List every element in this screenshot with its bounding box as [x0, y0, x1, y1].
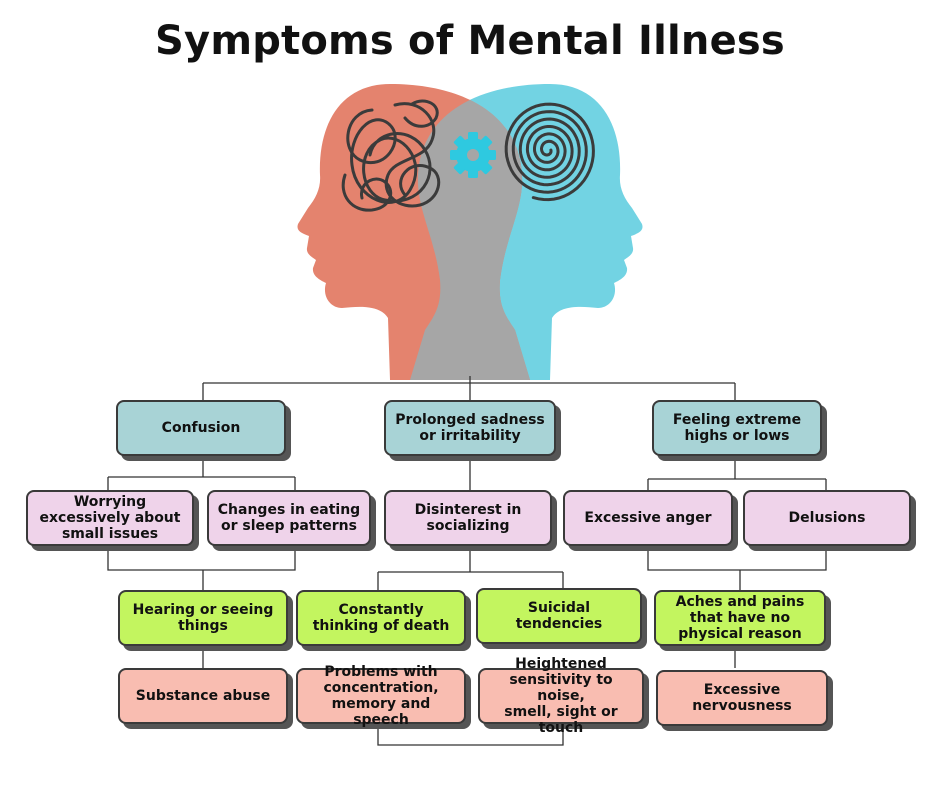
node-disinterest-label: Disinterest in socializing — [414, 502, 522, 534]
node-eating-sleep-label: Changes in eating or sleep patterns — [217, 502, 361, 534]
node-confusion: Confusion — [116, 400, 286, 456]
node-suicidal: Suicidal tendencies — [476, 588, 642, 644]
node-excessive-anger: Excessive anger — [563, 490, 733, 546]
node-excessive-anger-label: Excessive anger — [584, 510, 712, 526]
gear-icon — [450, 132, 496, 178]
node-substance-abuse-label: Substance abuse — [135, 688, 271, 704]
node-confusion-label: Confusion — [161, 420, 241, 436]
node-thinking-death-label: Constantly thinking of death — [312, 602, 450, 634]
node-delusions: Delusions — [743, 490, 911, 546]
node-aches-pains-label: Aches and pains that have no physical re… — [675, 594, 805, 642]
node-concentration-label: Problems with concentration, memory and … — [323, 664, 439, 728]
node-extreme-highs-lows: Feeling extreme highs or lows — [652, 400, 822, 456]
node-aches-pains: Aches and pains that have no physical re… — [654, 590, 826, 646]
node-extreme-highs-lows-label: Feeling extreme highs or lows — [672, 412, 802, 444]
tangled-scribble-icon — [341, 99, 441, 212]
node-thinking-death: Constantly thinking of death — [296, 590, 466, 646]
node-concentration: Problems with concentration, memory and … — [296, 664, 466, 728]
node-worrying-label: Worrying excessively about small issues — [39, 494, 181, 542]
node-nervousness: Excessive nervousness — [656, 670, 828, 726]
node-substance-abuse: Substance abuse — [118, 668, 288, 724]
diagram-title: Symptoms of Mental Illness — [155, 18, 785, 64]
node-hearing-seeing-label: Hearing or seeing things — [132, 602, 274, 634]
node-nervousness-label: Excessive nervousness — [692, 682, 792, 714]
node-worrying: Worrying excessively about small issues — [26, 490, 194, 546]
node-suicidal-label: Suicidal tendencies — [515, 600, 603, 632]
node-prolonged-sadness: Prolonged sadness or irritability — [384, 400, 556, 456]
node-sensitivity: Heightened sensitivity to noise, smell, … — [478, 656, 644, 736]
node-eating-sleep: Changes in eating or sleep patterns — [207, 490, 371, 546]
spiral-icon — [504, 102, 595, 202]
node-sensitivity-label: Heightened sensitivity to noise, smell, … — [504, 656, 618, 736]
node-prolonged-sadness-label: Prolonged sadness or irritability — [395, 412, 545, 444]
node-hearing-seeing: Hearing or seeing things — [118, 590, 288, 646]
node-delusions-label: Delusions — [788, 510, 866, 526]
two-heads-icon — [297, 84, 643, 380]
node-disinterest: Disinterest in socializing — [384, 490, 552, 546]
